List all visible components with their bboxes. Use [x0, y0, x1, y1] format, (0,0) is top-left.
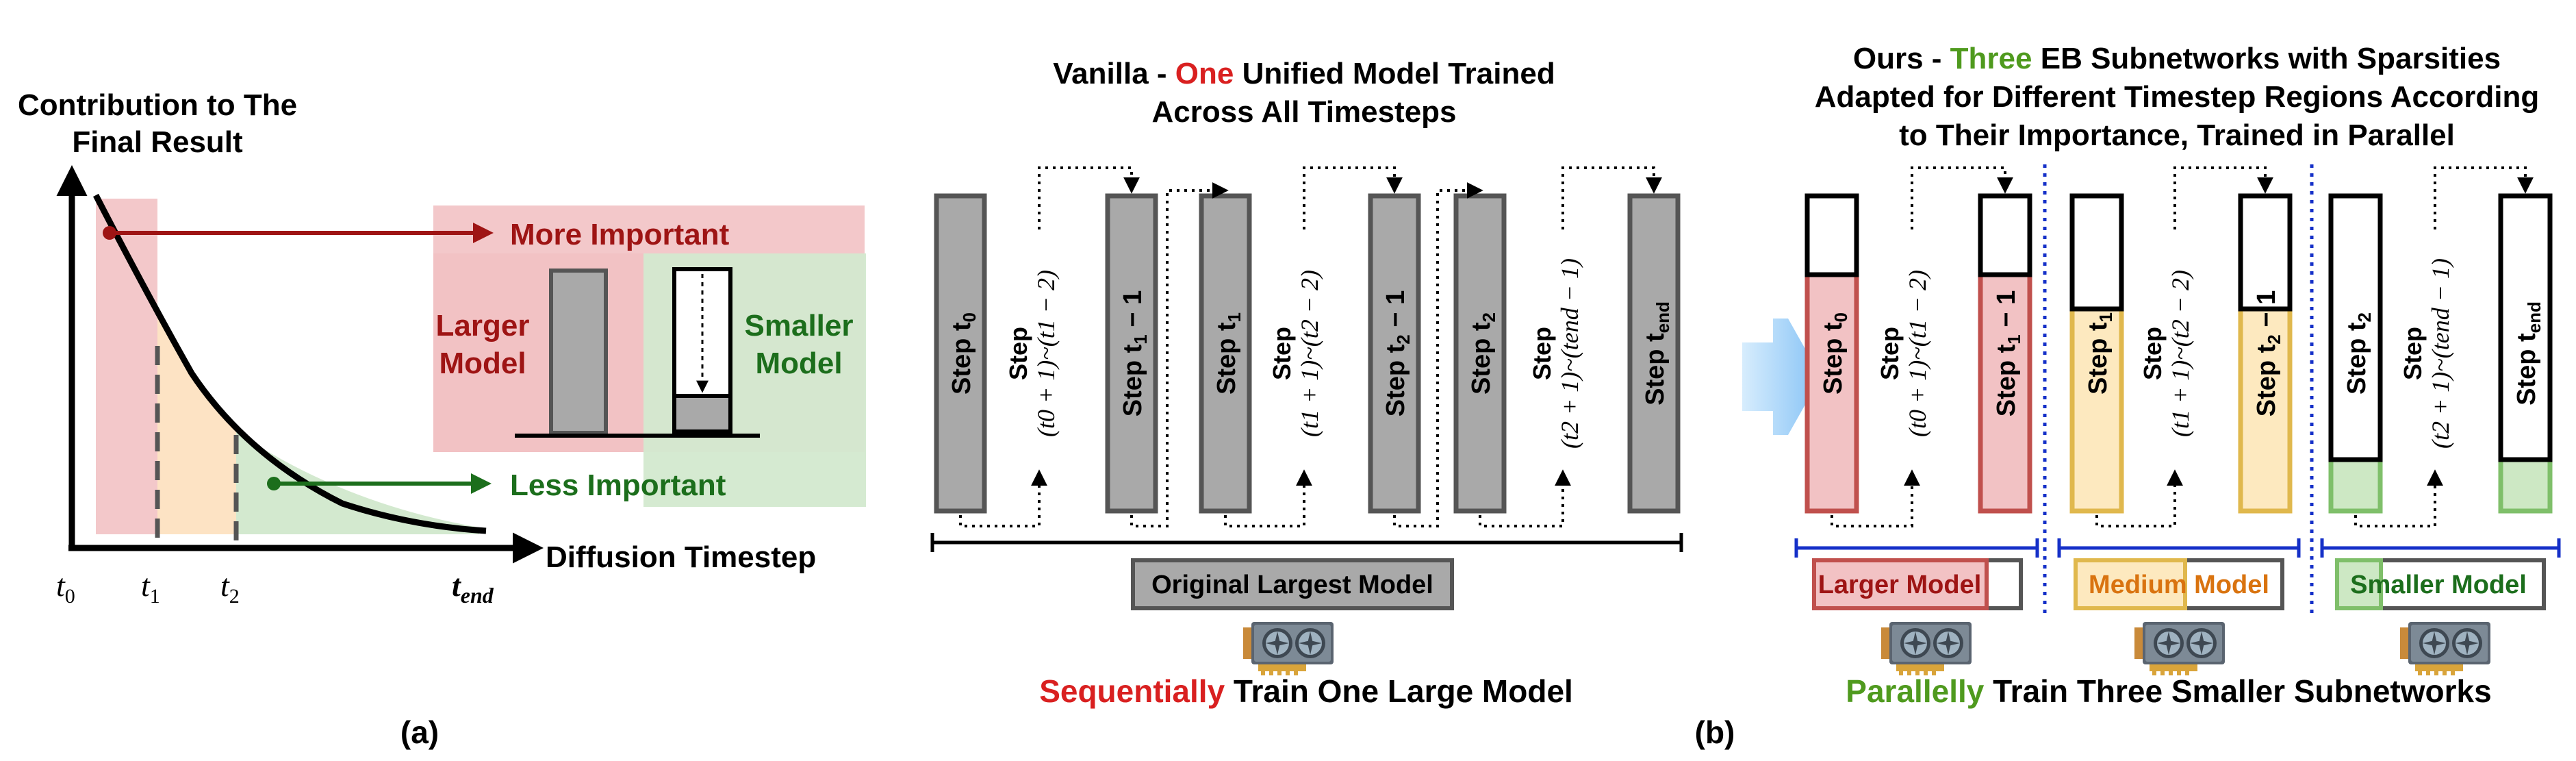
flow-arrow-2	[1038, 166, 1140, 229]
bar-step-t2-minus-1	[1368, 193, 1421, 514]
gpu-icon	[1243, 622, 1334, 675]
ours-label-step-t0: Step t0	[1819, 312, 1851, 395]
original-largest-model-label: Original Largest Model	[1151, 571, 1433, 599]
late-region	[236, 432, 479, 534]
ours-label-step-t2: Step t2	[2343, 312, 2375, 395]
larger-model-bar	[549, 269, 608, 435]
medium-model-box-fill	[2074, 558, 2187, 610]
middle-region	[157, 312, 236, 534]
vanilla-bars	[934, 193, 1681, 514]
less-important-label: Less Important	[510, 469, 726, 502]
ours-range-step-1: Step	[1876, 327, 1904, 380]
label-step-t0: Step t0	[947, 312, 980, 395]
g1-bar-t0-empty	[1805, 193, 1859, 277]
range-2: (t1 + 1)~(t2 − 2)	[1296, 270, 1323, 437]
panel-b-ours: Ours - Three EB Subnetworks with Sparsit…	[1794, 42, 2561, 709]
gpu-icon	[1881, 622, 1972, 675]
ours-range-2: (t1 + 1)~(t2 − 2)	[2167, 270, 2194, 437]
caption-a: (a)	[400, 714, 439, 750]
vanilla-bottom-caption: Sequentially Train One Large Model	[1039, 673, 1573, 709]
gpu-icon	[2400, 622, 2490, 675]
range-step-1: Step	[1004, 327, 1032, 380]
flow-arrow-7	[1479, 469, 1571, 527]
ours-bottom-caption: Parallelly Train Three Smaller Subnetwor…	[1846, 673, 2491, 709]
panel-b-vanilla: Vanilla - One Unified Model Trained Acro…	[930, 57, 1683, 709]
vanilla-title-line2: Across All Timesteps	[1151, 95, 1456, 129]
ours-flow-arrow-3	[2095, 469, 2183, 527]
range-1: (t0 + 1)~(t1 − 2)	[1032, 270, 1060, 437]
caption-b: (b)	[1695, 714, 1735, 750]
x-axis-label: Diffusion Timestep	[546, 540, 816, 574]
flow-arrow-8	[1561, 166, 1662, 229]
ours-label-step-t2-minus-1: Step t2 − 1	[2252, 290, 2284, 416]
bar-step-t0	[934, 193, 987, 514]
ours-title-line3: to Their Importance, Trained in Parallel	[1899, 118, 2455, 152]
bar-step-t1-minus-1	[1105, 193, 1158, 514]
larger-model-label: Larger Model	[1818, 571, 1982, 599]
more-important-label: More Important	[510, 218, 730, 251]
flow-arrow-6	[1393, 182, 1483, 527]
ours-range-1: (t0 + 1)~(t1 − 2)	[1904, 270, 1931, 437]
ours-flow-arrow-6	[2434, 166, 2534, 229]
larger-model-label-line1: Larger	[436, 309, 530, 342]
smaller-model-label: Smaller Model	[2350, 571, 2527, 599]
label-step-t1: Step t1	[1212, 312, 1245, 395]
bar-step-tend	[1627, 193, 1681, 514]
bar-step-t1	[1199, 193, 1252, 514]
ours-range-3: (t2 + 1)~(tend − 1)	[2427, 258, 2454, 449]
smaller-model-label-line1: Smaller	[745, 309, 854, 342]
range-step-3: Step	[1528, 327, 1556, 380]
big-right-arrow-icon	[1742, 319, 1821, 435]
range-3: (t2 + 1)~(tend − 1)	[1556, 258, 1583, 449]
ours-range-step-3: Step	[2399, 327, 2427, 380]
ours-label-step-tend: Step tend	[2512, 301, 2545, 406]
flow-arrow-5	[1303, 166, 1403, 229]
flow-arrow-3	[1130, 182, 1229, 527]
ours-range-step-2: Step	[2139, 327, 2167, 380]
original-largest-model-box	[1131, 558, 1454, 610]
label-step-t1-minus-1: Step t1 − 1	[1119, 290, 1151, 416]
ours-title-line2: Adapted for Different Timestep Regions A…	[1815, 80, 2540, 114]
ours-label-step-t1: Step t1	[2084, 312, 2116, 395]
larger-model-bg	[433, 253, 643, 452]
contribution-curve	[93, 193, 487, 534]
tick-t0: t0	[56, 568, 75, 608]
tick-t2: t2	[220, 568, 240, 608]
label-step-t2: Step t2	[1467, 312, 1499, 395]
ours-label-step-t1-minus-1: Step t1 − 1	[1992, 290, 2024, 416]
label-step-t2-minus-1: Step t2 − 1	[1381, 290, 1414, 416]
smaller-model-box-fill	[2335, 558, 2383, 610]
larger-model-label-line2: Model	[439, 347, 526, 380]
ours-flow-arrow-4	[2173, 166, 2273, 229]
smaller-model-bar	[672, 394, 732, 434]
vanilla-title-line1: Vanilla - One Unified Model Trained	[1053, 57, 1555, 90]
panel-a: Contribution to The Final Result Diffusi…	[18, 88, 866, 750]
tick-tend: tend	[452, 568, 494, 608]
ours-flow-arrow-2	[1911, 166, 2013, 229]
ours-title-line1: Ours - Three EB Subnetworks with Sparsit…	[1853, 42, 2501, 75]
g3-bar-t2-empty	[2328, 193, 2383, 462]
g3-bar-tend-empty	[2498, 193, 2553, 462]
g2-bar-t2m1-empty	[2238, 193, 2293, 312]
y-axis-label-line1: Contribution to The	[18, 88, 297, 122]
larger-model-box-fill	[1812, 558, 1989, 610]
tick-t1: t1	[141, 568, 160, 608]
gpu-icon	[2134, 622, 2225, 675]
range-step-2: Step	[1268, 327, 1296, 380]
g2-bar-t1-empty	[2069, 193, 2124, 312]
bar-step-t2	[1453, 193, 1507, 514]
smaller-model-label-line2: Model	[755, 347, 842, 380]
y-axis-label-line2: Final Result	[72, 125, 243, 159]
g1-bar-t1m1-empty	[1978, 193, 2032, 277]
medium-model-label: Medium Model	[2089, 571, 2269, 599]
label-step-tend: Step tend	[1641, 301, 1673, 406]
